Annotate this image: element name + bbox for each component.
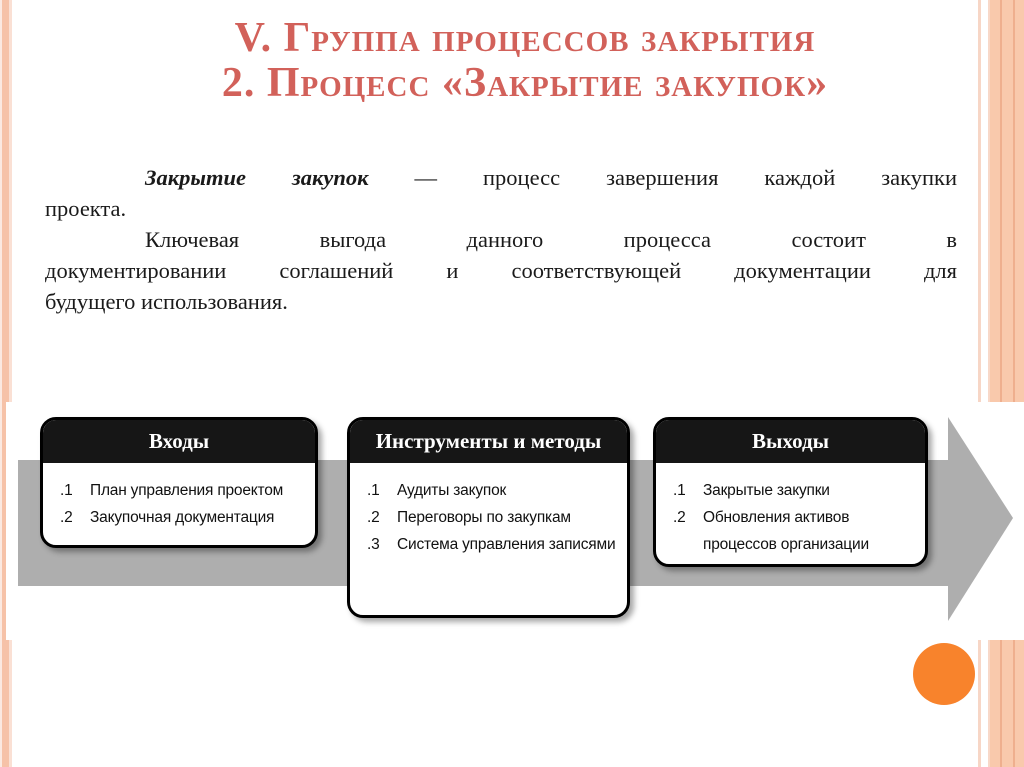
process-arrow-head-icon [948, 417, 1013, 621]
paragraph2-line3: будущего использования. [45, 289, 288, 314]
item-number: .1 [60, 482, 73, 499]
paragraph1-line1: Закрытие закупок — процесс завершения ка… [45, 162, 957, 193]
tools-box-items: .1 Аудиты закупок .2 Переговоры по закуп… [350, 463, 627, 558]
right-thin-stripe-decoration [978, 0, 981, 767]
left-stripe-decoration [0, 0, 12, 767]
slide-title-line1: V. Группа процессов закрытия [234, 15, 816, 61]
inputs-box-items: .1 План управления проектом .2 Закупочна… [43, 463, 315, 531]
process-item: .2 Обновления активов процессов организа… [673, 504, 919, 558]
paragraph1-line2: проекта. [45, 196, 127, 221]
tools-and-methods-box: Инструменты и методы .1 Аудиты закупок .… [347, 417, 630, 618]
item-number: .3 [367, 536, 380, 553]
item-number: .1 [673, 482, 686, 499]
outputs-box: Выходы .1 Закрытые закупки .2 Обновления… [653, 417, 928, 567]
item-text: Закупочная документация [90, 509, 275, 526]
item-number: .2 [60, 509, 73, 526]
process-item: .3 Система управления записями [367, 531, 621, 558]
item-text: Закрытые закупки [703, 482, 830, 499]
definition-rest: — процесс завершения каждой закупки [368, 165, 958, 190]
item-number: .1 [367, 482, 380, 499]
item-text: Система управления записями [397, 536, 616, 553]
slide-title: V. Группа процессов закрытия 2. Процесс … [0, 16, 1004, 106]
process-item: .2 Переговоры по закупкам [367, 504, 621, 531]
tools-box-header: Инструменты и методы [350, 420, 627, 463]
process-item: .1 Аудиты закупок [367, 477, 621, 504]
process-item: .2 Закупочная документация [60, 504, 309, 531]
right-stripe-band-decoration [988, 0, 1024, 767]
slide-body-text: Закрытие закупок — процесс завершения ка… [45, 162, 957, 317]
orange-circle-decoration [913, 643, 975, 705]
slide-title-line2: 2. Процесс «Закрытие закупок» [221, 60, 829, 106]
process-item: .1 План управления проектом [60, 477, 309, 504]
paragraph2-line1: Ключевая выгода данного процесса состоит… [145, 227, 957, 252]
process-item: .1 Закрытые закупки [673, 477, 919, 504]
item-text: Переговоры по закупкам [397, 509, 571, 526]
outputs-box-header: Выходы [656, 420, 925, 463]
definition-term: Закрытие закупок [145, 165, 369, 190]
process-diagram: Входы .1 План управления проектом .2 Зак… [6, 402, 1024, 640]
inputs-box-header: Входы [43, 420, 315, 463]
outputs-box-items: .1 Закрытые закупки .2 Обновления активо… [656, 463, 925, 558]
item-number: .2 [367, 509, 380, 526]
item-text: Обновления активов процессов организации [703, 509, 869, 553]
item-text: Аудиты закупок [397, 482, 507, 499]
inputs-box: Входы .1 План управления проектом .2 Зак… [40, 417, 318, 548]
item-number: .2 [673, 509, 686, 526]
item-text: План управления проектом [90, 482, 284, 499]
paragraph2-line2: документировании соглашений и соответств… [45, 258, 957, 283]
